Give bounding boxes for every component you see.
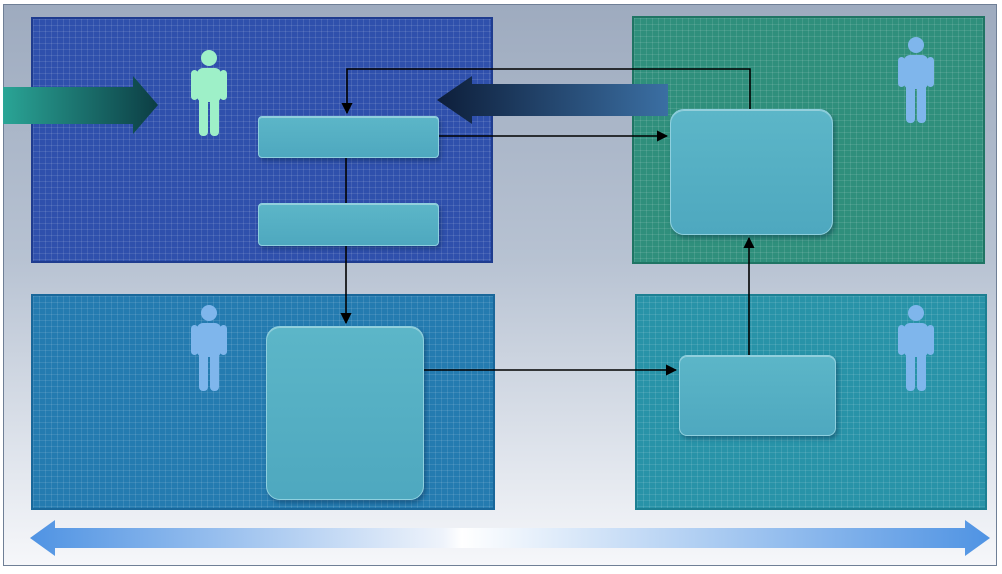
process-box-3	[670, 109, 833, 235]
person-icon	[191, 50, 227, 136]
process-box-1	[258, 116, 439, 158]
process-box-4	[266, 326, 424, 500]
timeline-double-arrow	[30, 520, 990, 556]
person-icon	[191, 305, 227, 391]
person-icon	[898, 305, 934, 391]
input-arrow	[3, 76, 158, 134]
person-icon	[898, 37, 934, 123]
process-box-2	[258, 203, 439, 246]
process-box-5	[679, 355, 836, 436]
connector-box3-to-box1	[341, 68, 751, 115]
feedback-arrow	[437, 76, 668, 124]
